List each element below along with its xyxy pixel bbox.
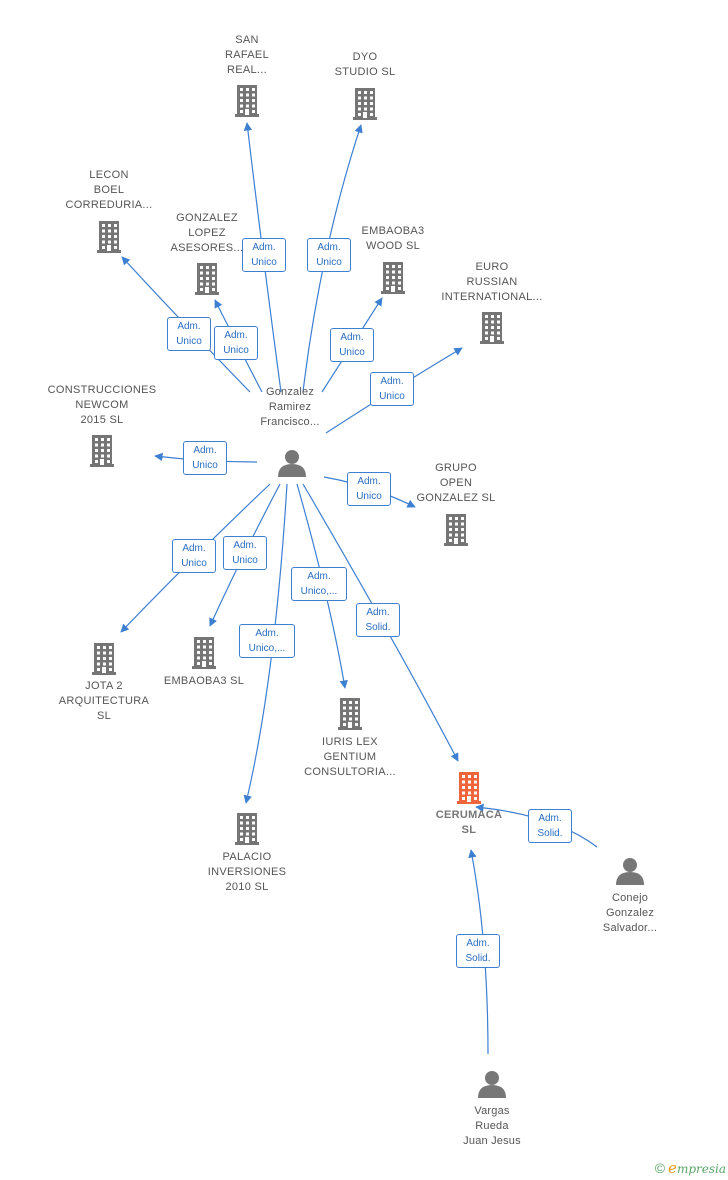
edge-label-embaoba3[interactable]: Adm. Unico [223,536,267,570]
edge-label-cerumaca[interactable]: Adm. Solid. [356,603,400,637]
edge-label-jota2[interactable]: Adm. Unico [172,539,216,573]
person-icon-conejo[interactable] [616,858,644,885]
edge-label-lecon[interactable]: Adm. Unico [167,317,211,351]
node-label-lecon[interactable]: LECON BOEL CORREDURIA... [65,169,153,211]
edge-gonzalez-to-palacio [243,483,288,804]
building-icon-lecon[interactable] [97,221,121,253]
node-label-cerumaca[interactable]: CERUMACA SL [435,809,503,836]
edge-label-euro-russian[interactable]: Adm. Unico [370,372,414,406]
building-icon-jota2[interactable] [92,643,116,675]
edge-label-dyo[interactable]: Adm. Unico [307,238,351,272]
node-label-vargas[interactable]: Vargas Rueda Juan Jesus [463,1105,521,1147]
edge-label-iuris[interactable]: Adm. Unico,... [291,567,347,601]
edge-label-cerumaca-from-vargas[interactable]: Adm. Solid. [456,934,500,968]
icons-layer [90,85,644,1098]
building-icon-iuris[interactable] [338,698,362,730]
empresia-logo: empresia [668,1159,726,1177]
node-label-gonzalez-lopez[interactable]: GONZALEZ LOPEZ ASESORES... [170,212,244,254]
edge-label-gonzalez-lopez[interactable]: Adm. Unico [214,326,258,360]
edge-label-palacio[interactable]: Adm. Unico,... [239,624,295,658]
edge-label-san-rafael[interactable]: Adm. Unico [242,238,286,272]
building-icon-dyo[interactable] [353,88,377,120]
node-label-jota2[interactable]: JOTA 2 ARQUITECTURA SL [58,680,150,722]
building-icon-gonzalez-lopez[interactable] [195,263,219,295]
node-label-gonzalez[interactable]: Gonzalez Ramirez Francisco... [260,386,320,428]
building-icon-cerumaca[interactable] [457,772,481,804]
building-icon-embaoba3[interactable] [192,637,216,669]
building-icon-grupo-open[interactable] [444,514,468,546]
building-icon-san-rafael[interactable] [235,85,259,117]
edge-label-cerumaca-from-conejo[interactable]: Adm. Solid. [528,809,572,843]
building-icon-embaoba3-wood[interactable] [381,262,405,294]
copyright-symbol: © [654,1160,666,1176]
node-label-construcciones[interactable]: CONSTRUCCIONES NEWCOM 2015 SL [47,384,157,426]
node-label-dyo[interactable]: DYO STUDIO SL [334,51,396,78]
edge-label-construcciones[interactable]: Adm. Unico [183,441,227,475]
building-icon-euro-russian[interactable] [480,312,504,344]
person-icon-vargas[interactable] [478,1071,506,1098]
node-label-embaoba3-wood[interactable]: EMBAOBA3 WOOD SL [361,225,425,252]
node-label-san-rafael[interactable]: SAN RAFAEL REAL... [225,34,269,76]
node-label-palacio[interactable]: PALACIO INVERSIONES 2010 SL [207,851,287,893]
node-label-iuris[interactable]: IURIS LEX GENTIUM CONSULTORIA... [304,736,396,778]
building-icon-palacio[interactable] [235,813,259,845]
node-label-euro-russian[interactable]: EURO RUSSIAN INTERNATIONAL... [441,261,543,303]
building-icon-construcciones[interactable] [90,435,114,467]
node-label-conejo[interactable]: Conejo Gonzalez Salvador... [602,892,658,934]
node-label-grupo-open[interactable]: GRUPO OPEN GONZALEZ SL [416,462,496,504]
empresia-credit[interactable]: © empresia [655,1159,726,1177]
person-icon-gonzalez[interactable] [278,450,306,477]
edge-label-embaoba3-wood[interactable]: Adm. Unico [330,328,374,362]
node-label-embaoba3[interactable]: EMBAOBA3 SL [163,675,245,687]
edge-label-grupo-open[interactable]: Adm. Unico [347,472,391,506]
